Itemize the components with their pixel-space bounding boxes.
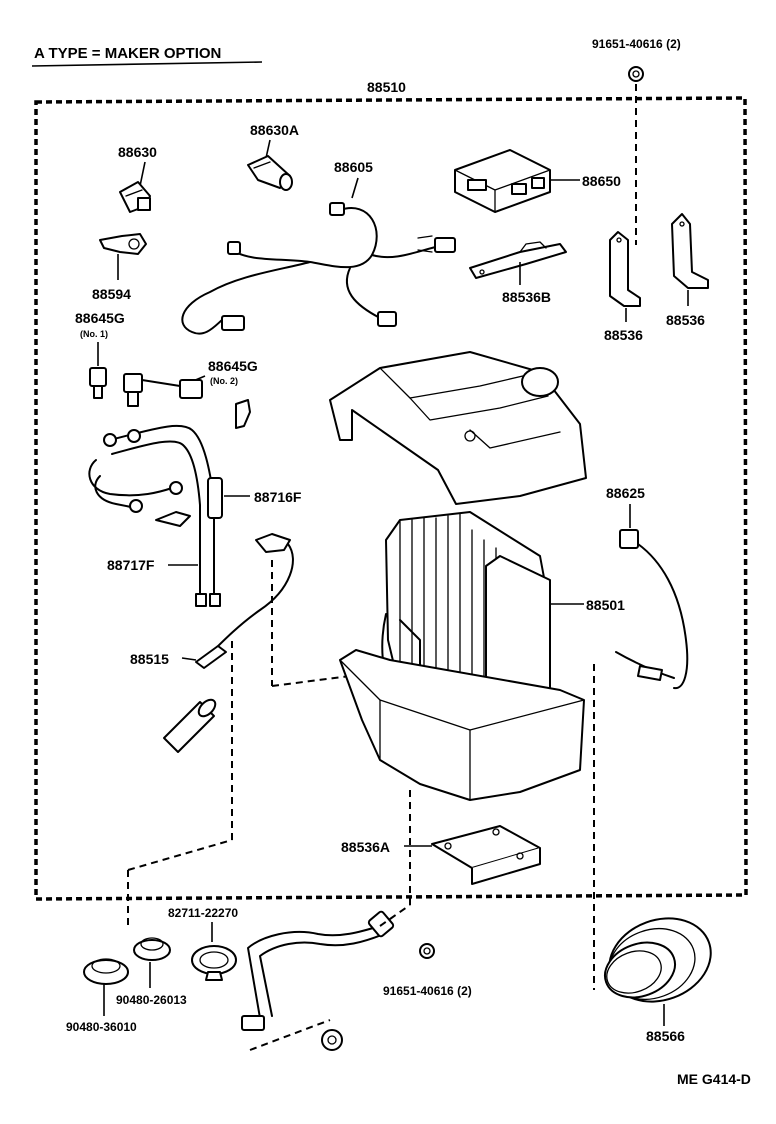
drawing-code: ME G414-D bbox=[677, 1071, 751, 1087]
control-unit-88650-icon bbox=[454, 149, 551, 213]
sensor-88625-icon bbox=[615, 529, 689, 690]
clamp-82711-icon bbox=[191, 945, 237, 981]
note-88645G-no2: (No. 2) bbox=[210, 376, 238, 386]
label-88717F: 88717F bbox=[107, 557, 155, 573]
drain-hose-icon bbox=[241, 910, 395, 1031]
pressure-switch-88630-icon bbox=[119, 181, 151, 213]
pipes-88716F-88717F-icon bbox=[88, 424, 223, 607]
label-88510: 88510 bbox=[367, 79, 406, 95]
label-88650: 88650 bbox=[582, 173, 621, 189]
label-88645G-no2: 88645G bbox=[208, 358, 258, 374]
bolt-bottom-icon bbox=[419, 943, 435, 959]
thermistor-88515-icon bbox=[195, 533, 294, 669]
lower-case-icon bbox=[339, 649, 585, 801]
maker-option-underline bbox=[31, 61, 263, 67]
bracket-88536A-icon bbox=[431, 825, 541, 885]
bracket-88536B-icon bbox=[469, 241, 567, 279]
label-88566: 88566 bbox=[646, 1028, 685, 1044]
sensor-88645G-no1-icon bbox=[89, 367, 107, 399]
note-88645G-no1: (No. 1) bbox=[80, 329, 108, 339]
duct-88566-icon bbox=[604, 917, 712, 1003]
grommet-90480-36010-icon bbox=[83, 958, 129, 985]
label-88625: 88625 bbox=[606, 485, 645, 501]
wire-harness-88605-icon bbox=[181, 202, 456, 335]
bracket-88594-icon bbox=[99, 233, 147, 255]
bracket-88536-left-icon bbox=[609, 231, 641, 307]
sensor-88645G-no2-icon bbox=[123, 373, 203, 407]
clip-small-icon bbox=[235, 399, 251, 429]
bracket-88536-right-icon bbox=[671, 213, 709, 289]
label-88630A: 88630A bbox=[250, 122, 299, 138]
label-88536A: 88536A bbox=[341, 839, 390, 855]
assembly-boundary-frame bbox=[34, 96, 748, 901]
label-82711-22270: 82711-22270 bbox=[168, 906, 238, 920]
nut-icon bbox=[321, 1029, 343, 1051]
bolt-top-icon bbox=[628, 66, 644, 82]
label-88515: 88515 bbox=[130, 651, 169, 667]
label-88716F: 88716F bbox=[254, 489, 302, 505]
label-88645G-no1: 88645G bbox=[75, 310, 125, 326]
upper-case-icon bbox=[329, 351, 587, 505]
label-90480-26013: 90480-26013 bbox=[116, 993, 187, 1007]
label-bolt-bottom: 91651-40616 (2) bbox=[383, 984, 472, 998]
label-88501: 88501 bbox=[586, 597, 625, 613]
label-88536-left: 88536 bbox=[604, 327, 643, 343]
label-88605: 88605 bbox=[334, 159, 373, 175]
label-88536-right: 88536 bbox=[666, 312, 705, 328]
label-bolt-top: 91651-40616 (2) bbox=[592, 37, 681, 51]
label-88536B: 88536B bbox=[502, 289, 551, 305]
grommet-90480-26013-icon bbox=[133, 937, 171, 961]
maker-option-note: A TYPE = MAKER OPTION bbox=[34, 45, 221, 62]
sleeve-icon bbox=[163, 698, 217, 753]
label-90480-36010: 90480-36010 bbox=[66, 1020, 137, 1034]
label-88630: 88630 bbox=[118, 144, 157, 160]
switch-88630A-icon bbox=[247, 155, 293, 191]
label-88594: 88594 bbox=[92, 286, 131, 302]
